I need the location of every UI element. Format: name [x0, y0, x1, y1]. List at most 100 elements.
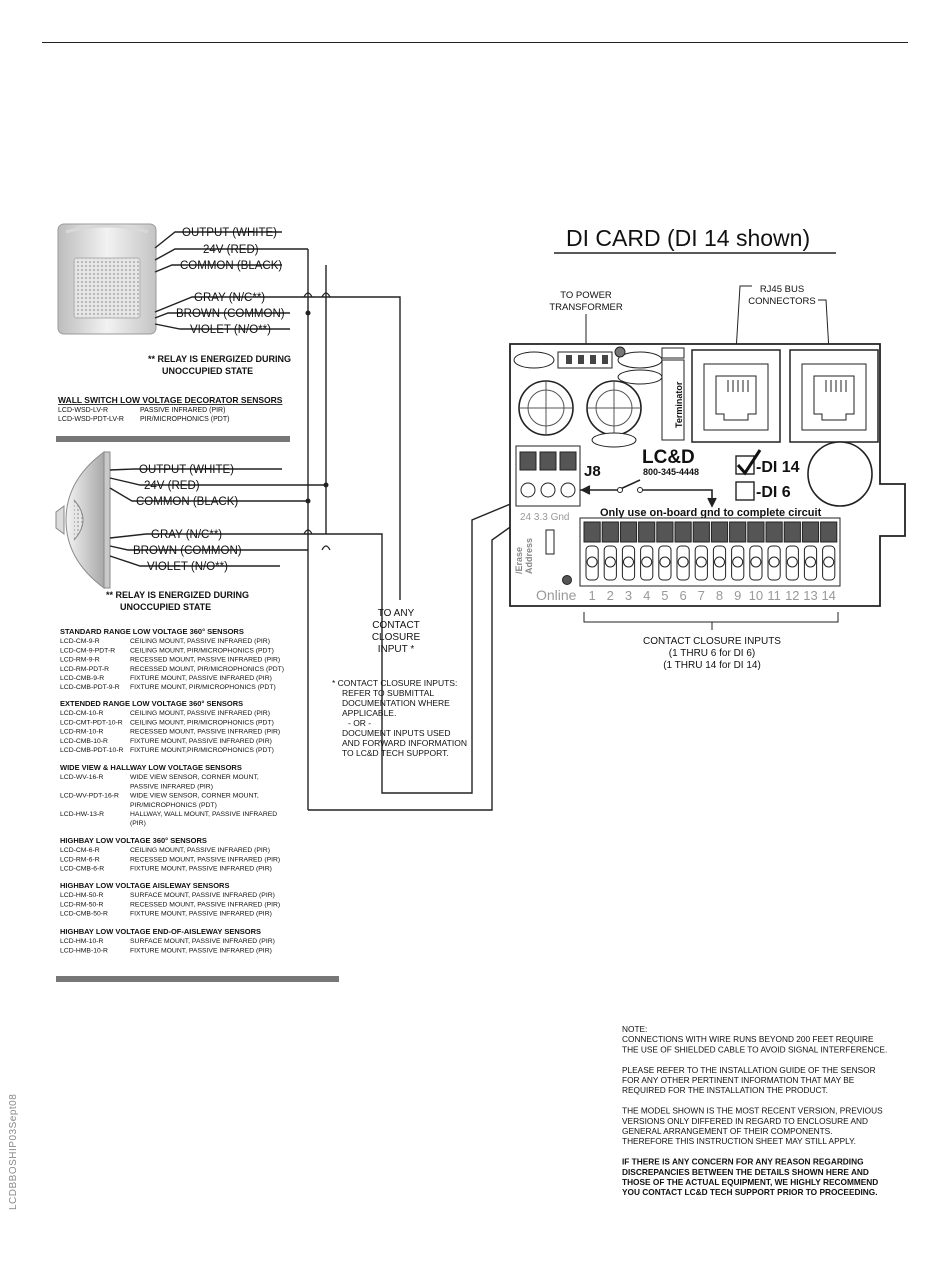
- model-desc: CEILING MOUNT, PIR/MICROPHONICS (PDT): [130, 719, 274, 726]
- note-line: YOU CONTACT LC&D TECH SUPPORT PRIOR TO P…: [622, 1187, 878, 1197]
- model-number: LCD-HM-10-R: [60, 938, 104, 945]
- rj45-jack-icon[interactable]: [691, 349, 781, 443]
- input-terminal[interactable]: [747, 521, 765, 581]
- input-number: 7: [698, 588, 705, 603]
- address-erase-button[interactable]: [545, 529, 555, 555]
- input-number: 6: [679, 588, 686, 603]
- top-rule: [42, 42, 908, 43]
- installation-notes: NOTE:CONNECTIONS WITH WIRE RUNS BEYOND 2…: [622, 1024, 887, 1197]
- model-desc: WIDE VIEW SENSOR, CORNER MOUNT,: [130, 774, 259, 781]
- note-line: IF THERE IS ANY CONCERN FOR ANY REASON R…: [622, 1157, 864, 1167]
- input-terminal[interactable]: [729, 521, 747, 581]
- model-number: LCD-RM-6-R: [60, 856, 100, 863]
- model-desc: FIXTURE MOUNT, PASSIVE INFRARED (PIR): [130, 675, 272, 682]
- wire-label: 24V (RED): [203, 244, 259, 256]
- model-number: LCD-CM-10-R: [60, 710, 104, 717]
- model-heading: HIGHBAY LOW VOLTAGE END-OF-AISLEWAY SENS…: [60, 927, 261, 936]
- di14-label: -DI 14: [756, 459, 800, 476]
- input-number: 1: [588, 588, 595, 603]
- input-terminal[interactable]: [583, 521, 601, 581]
- component: [591, 432, 637, 448]
- model-desc: FIXTURE MOUNT, PIR/MICROPHONICS (PDT): [130, 684, 276, 691]
- svg-text:CLOSURE: CLOSURE: [372, 632, 421, 643]
- svg-text:- OR -: - OR -: [348, 718, 371, 728]
- model-desc: FIXTURE MOUNT, PASSIVE INFRARED (PIR): [130, 866, 272, 873]
- input-terminal[interactable]: [601, 521, 619, 581]
- di6-checkbox[interactable]: [735, 481, 755, 501]
- j8-label: J8: [584, 463, 601, 480]
- input-terminal[interactable]: [692, 521, 710, 581]
- model-number: LCD-CMB-PDT-10-R: [60, 747, 124, 754]
- wall-switch-sensor-icon: [57, 223, 157, 335]
- model-number: LCD-CMB-50-R: [60, 911, 108, 918]
- power-connector: [513, 346, 685, 385]
- svg-text:APPLICABLE.: APPLICABLE.: [342, 708, 396, 718]
- svg-text:TO POWER: TO POWER: [560, 290, 612, 301]
- note-line: FOR ANY OTHER PERTINENT INFORMATION THAT…: [622, 1075, 855, 1085]
- svg-text:(1 THRU 6 for DI 6): (1 THRU 6 for DI 6): [669, 648, 756, 659]
- svg-text:DOCUMENT INPUTS USED: DOCUMENT INPUTS USED: [342, 728, 450, 738]
- wire-label: VIOLET (N/O**): [147, 561, 228, 573]
- wire-label: BROWN (COMMON): [133, 545, 242, 557]
- model-desc: FIXTURE MOUNT, PASSIVE INFRARED (PIR): [130, 947, 272, 954]
- check-icon: [736, 449, 762, 476]
- sensor2-wire-labels: OUTPUT (WHITE) 24V (RED) COMMON (BLACK) …: [133, 464, 242, 573]
- model-number: LCD-WV-PDT-16-R: [60, 793, 119, 800]
- brand-phone: 800-345-4448: [643, 467, 699, 477]
- model-number: LCD-CMB-PDT-9-R: [60, 684, 120, 691]
- model-desc: RECESSED MOUNT, PIR/MICROPHONICS (PDT): [130, 666, 284, 673]
- model-desc: PIR/MICROPHONICS (PDT): [130, 802, 217, 809]
- contact-closure-label: TO ANY CONTACT CLOSURE INPUT *: [372, 608, 421, 655]
- address-label: Address: [524, 538, 534, 574]
- input-terminal[interactable]: [783, 521, 801, 581]
- input-terminal[interactable]: [710, 521, 729, 581]
- model-number: LCD-WSD-PDT-LV-R: [58, 416, 124, 423]
- wire-label: OUTPUT (WHITE): [139, 464, 234, 476]
- model-number: LCD-CMB-10-R: [60, 738, 108, 745]
- wire-label: 24V (RED): [144, 480, 200, 492]
- model-desc: RECESSED MOUNT, PASSIVE INFRARED (PIR): [130, 901, 280, 908]
- model-number: LCD-CMB-9-R: [60, 675, 104, 682]
- note-line: VERSIONS ONLY DIFFERED IN REGARD TO ENCL…: [622, 1116, 868, 1126]
- svg-text:REFER TO SUBMITTAL: REFER TO SUBMITTAL: [342, 688, 434, 698]
- sensor2-relay-note: ** RELAY IS ENERGIZED DURING UNOCCUPIED …: [106, 590, 249, 612]
- model-number: LCD-CMB-6-R: [60, 866, 104, 873]
- model-number: LCD-CMT-PDT-10-R: [60, 719, 123, 726]
- svg-text:CONNECTORS: CONNECTORS: [748, 296, 815, 307]
- input-terminal[interactable]: [820, 521, 838, 581]
- model-desc: HALLWAY, WALL MOUNT, PASSIVE INFRARED: [130, 811, 277, 818]
- input-number: 4: [643, 588, 650, 603]
- input-terminal[interactable]: [765, 521, 783, 581]
- model-desc: CEILING MOUNT, PIR/MICROPHONICS (PDT): [130, 647, 274, 654]
- svg-text:INPUT *: INPUT *: [378, 644, 415, 655]
- model-desc: FIXTURE MOUNT, PASSIVE INFRARED (PIR): [130, 738, 272, 745]
- input-terminal[interactable]: [674, 521, 692, 581]
- sensor1-relay-note: ** RELAY IS ENERGIZED DURING UNOCCUPIED …: [148, 354, 291, 376]
- input-terminal[interactable]: [638, 521, 656, 581]
- input-terminal[interactable]: [801, 521, 820, 581]
- input-terminal[interactable]: [619, 521, 638, 581]
- input-number: 8: [716, 588, 723, 603]
- input-number: 12: [785, 588, 799, 603]
- input-terminal[interactable]: [656, 521, 674, 581]
- model-desc: PASSIVE INFRARED (PIR): [130, 783, 213, 790]
- di-card-title: DI CARD (DI 14 shown): [566, 225, 810, 251]
- svg-text:TO ANY: TO ANY: [378, 608, 415, 619]
- di6-label: -DI 6: [756, 484, 791, 501]
- section-divider: [56, 976, 339, 982]
- model-number: LCD-HW-13-R: [60, 811, 104, 818]
- rj45-jack-icon[interactable]: [789, 349, 879, 443]
- svg-text:(1 THRU 14 for DI 14): (1 THRU 14 for DI 14): [663, 660, 761, 671]
- sensor1-wire-labels: OUTPUT (WHITE) 24V (RED) COMMON (BLACK) …: [176, 227, 285, 336]
- terminal-frame: [579, 517, 841, 587]
- model-desc: WIDE VIEW SENSOR, CORNER MOUNT,: [130, 793, 259, 800]
- wire-label: COMMON (BLACK): [136, 496, 238, 508]
- model-number: LCD-RM-PDT-R: [60, 666, 109, 673]
- wire-label: GRAY (N/C**): [194, 292, 265, 304]
- input-number: 10: [749, 588, 763, 603]
- ceiling-sensor-icon: [55, 451, 111, 589]
- model-desc: PASSIVE INFRARED (PIR): [140, 407, 225, 414]
- j8-terminal-block[interactable]: [515, 445, 581, 507]
- wire-label: OUTPUT (WHITE): [182, 227, 277, 239]
